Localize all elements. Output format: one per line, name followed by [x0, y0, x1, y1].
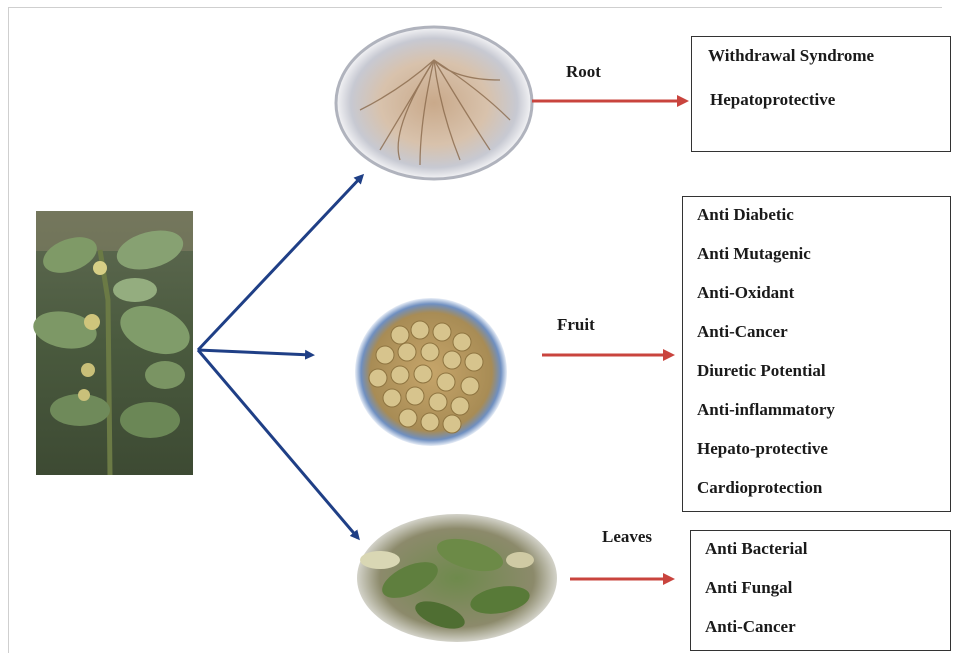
- effect-item: Cardioprotection: [697, 478, 822, 498]
- label-leaves: Leaves: [602, 527, 652, 547]
- label-fruit: Fruit: [557, 315, 595, 335]
- root-image: [336, 27, 532, 179]
- effect-item: Anti Bacterial: [705, 539, 807, 559]
- effect-item: Hepatoprotective: [710, 90, 835, 110]
- effect-item: Anti-Oxidant: [697, 283, 794, 303]
- leaves-effects-box: Anti Bacterial Anti Fungal Anti-Cancer: [690, 530, 951, 651]
- effect-item: Diuretic Potential: [697, 361, 826, 381]
- fruit-image: [355, 298, 507, 446]
- effect-arrows: [532, 101, 686, 579]
- root-effects-box: Withdrawal Syndrome Hepatoprotective: [691, 36, 951, 152]
- effect-item: Anti-inflammatory: [697, 400, 835, 420]
- arrow-to-fruit: [198, 350, 312, 355]
- fruit-effects-box: Anti Diabetic Anti Mutagenic Anti-Oxidan…: [682, 196, 951, 512]
- effect-item: Hepato-protective: [697, 439, 828, 459]
- effect-item: Anti Mutagenic: [697, 244, 811, 264]
- effect-item: Withdrawal Syndrome: [708, 46, 874, 66]
- plant-photo: [30, 211, 196, 475]
- label-root: Root: [566, 62, 601, 82]
- arrow-to-root: [198, 176, 362, 350]
- effect-item: Anti Diabetic: [697, 205, 794, 225]
- effect-item: Anti Fungal: [705, 578, 792, 598]
- arrow-to-leaves: [198, 350, 358, 538]
- effect-item: Anti-Cancer: [705, 617, 796, 637]
- branch-arrows: [198, 176, 362, 538]
- leaves-image: [357, 514, 557, 642]
- effect-item: Anti-Cancer: [697, 322, 788, 342]
